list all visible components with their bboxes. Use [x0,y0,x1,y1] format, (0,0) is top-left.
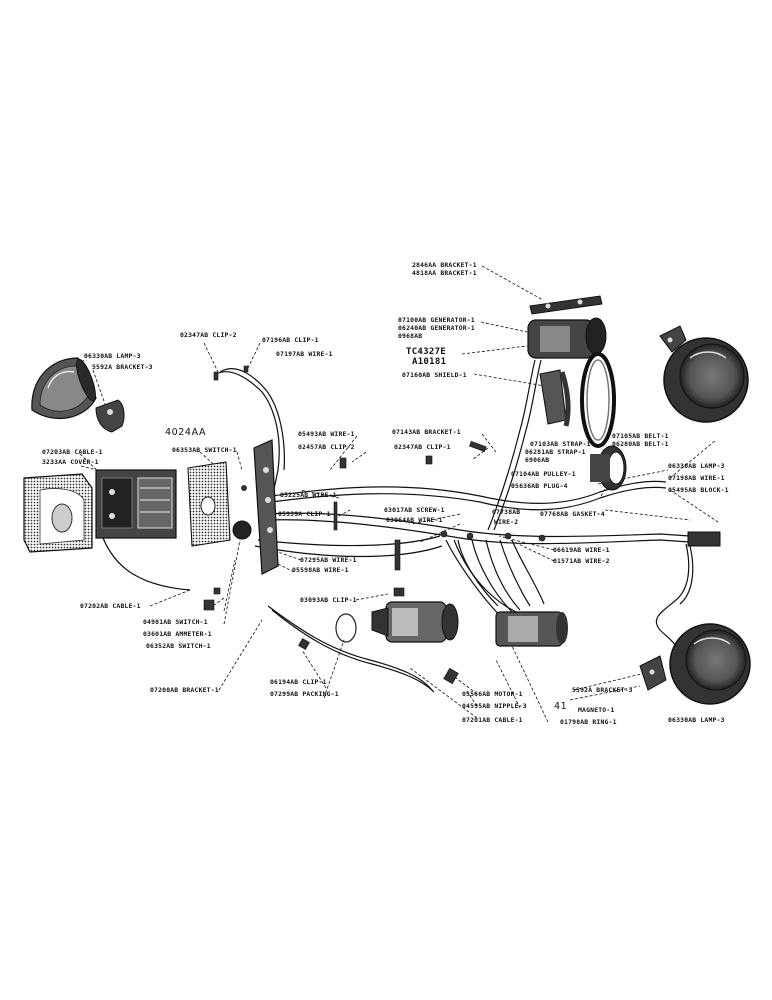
label-packing-07299: 07299AB PACKING-1 [270,690,339,698]
label-ring-01798: 01798AB RING-1 [560,718,617,726]
starting-motor [371,601,459,643]
label-bracket-2846: 2846AA BRACKET-1 [412,261,477,269]
label-clip-02347-mid: 02347AB CLIP-1 [394,443,451,451]
label-switch-06352: 06352AB SWITCH-1 [146,642,211,650]
label-cable-07201: 07201AB CABLE-1 [462,716,523,724]
label-cable-07202: 07202AB CABLE-1 [80,602,141,610]
label-cable-07203: 07203AB CABLE-1 [42,448,103,456]
label-clip-05939: 05939A CLIP-1 [278,510,331,518]
label-bracket-5592-right: 5592A BRACKET-3 [572,686,633,694]
small-fasteners [203,365,546,685]
label-bracket-07143: 07143AB BRACKET-1 [392,428,461,436]
label-wire-06619: 06619AB WIRE-1 [553,546,610,554]
label-wire-01571: 01571AB WIRE-2 [553,557,610,565]
label-belt-06280: 06280AB BELT-1 [612,440,669,448]
label-clip-03093: 03093AB CLIP-1 [300,596,357,604]
label-wire-07198: 07198AB WIRE-1 [668,474,725,482]
label-lamp-right-top: 06330AB LAMP-3 [668,462,725,470]
label-pulley-07104: 07104AB PULLEY-1 [511,470,576,478]
label-bracket-5592-left: 5592A BRACKET-3 [92,363,153,371]
label-lamp-left: 06330AB LAMP-3 [84,352,141,360]
cover-assembly [23,469,177,553]
generator [527,295,616,448]
label-shield: 07160AB SHIELD-1 [402,371,467,379]
label-wire-03064: 03064AB WIRE-1 [386,516,443,524]
label-belt-07105: 07105AB BELT-1 [612,432,669,440]
label-clip-02347-top: 02347AB CLIP-2 [180,331,237,339]
label-nipple-04595: 04595AB NIPPLE-3 [462,702,527,710]
label-wire-07197: 07197AB WIRE-1 [276,350,333,358]
label-switch-04981: 04981AB SWITCH-1 [143,618,208,626]
label-motor-05566: 05566AB MOTOR-1 [462,690,523,698]
label-strap-07103: 07103AB STRAP-1 [530,440,591,448]
label-strap-6906: 6906AB [525,456,550,464]
label-block-05495: 05495AB BLOCK-1 [668,486,729,494]
instrument-bar [232,439,279,575]
packing-ring [335,613,357,643]
label-wire-05225: 05225AB WIRE-1 [280,491,337,499]
label-wire-05598: 05598AB WIRE-1 [292,566,349,574]
label-41: 41 [554,701,568,712]
label-lamp-right-bottom: 06330AB LAMP-3 [668,716,725,724]
label-generator-06240: 06240AB GENERATOR-1 [398,324,475,332]
label-screw-03017: 03017AB SCREW-1 [384,506,445,514]
label-wire-07295: 07295AB WIRE-1 [300,556,357,564]
label-a10181: A10181 [412,357,447,367]
terminal-block [687,531,721,547]
right-headlamp-top [659,325,749,423]
switch-panel [187,461,231,547]
label-generator-0968: 0968AB [398,332,423,340]
left-headlamp [31,357,97,420]
right-headlamp-bottom [639,623,751,705]
label-wire-05493: 05493AB WIRE-1 [298,430,355,438]
label-4024aa: 4024AA [165,427,207,438]
magneto [495,611,568,647]
label-switch-06353: 06353AB SWITCH-1 [172,446,237,454]
label-wire-2: WIRE-2 [494,518,519,526]
label-generator-07100: 07100AB GENERATOR-1 [398,316,475,324]
label-tc4327e: TC4327E [406,347,447,357]
label-clip-02457: 02457AB CLIP-2 [298,443,355,451]
label-gasket-07768: 07768AB GASKET-4 [540,510,605,518]
label-gasket-07738: 07738AB [492,508,521,516]
label-plug-05636: 05636AB PLUG-4 [511,482,568,490]
label-bracket-4818: 4818AA BRACKET-1 [412,269,477,277]
label-clip-06194: 06194AB CLIP-1 [270,678,327,686]
left-bracket [95,399,125,433]
label-bracket-07200: 07200AB BRACKET-1 [150,686,219,694]
label-ammeter-03601: 03601AB AMMETER-1 [143,630,212,638]
label-clip-07196: 07196AB CLIP-1 [262,336,319,344]
label-strap-06281: 06281AB STRAP-1 [525,448,586,456]
pulley [590,445,627,491]
label-magneto: MAGNETO-1 [578,706,615,714]
label-cover-3233: 3233AA COVER-1 [42,458,99,466]
